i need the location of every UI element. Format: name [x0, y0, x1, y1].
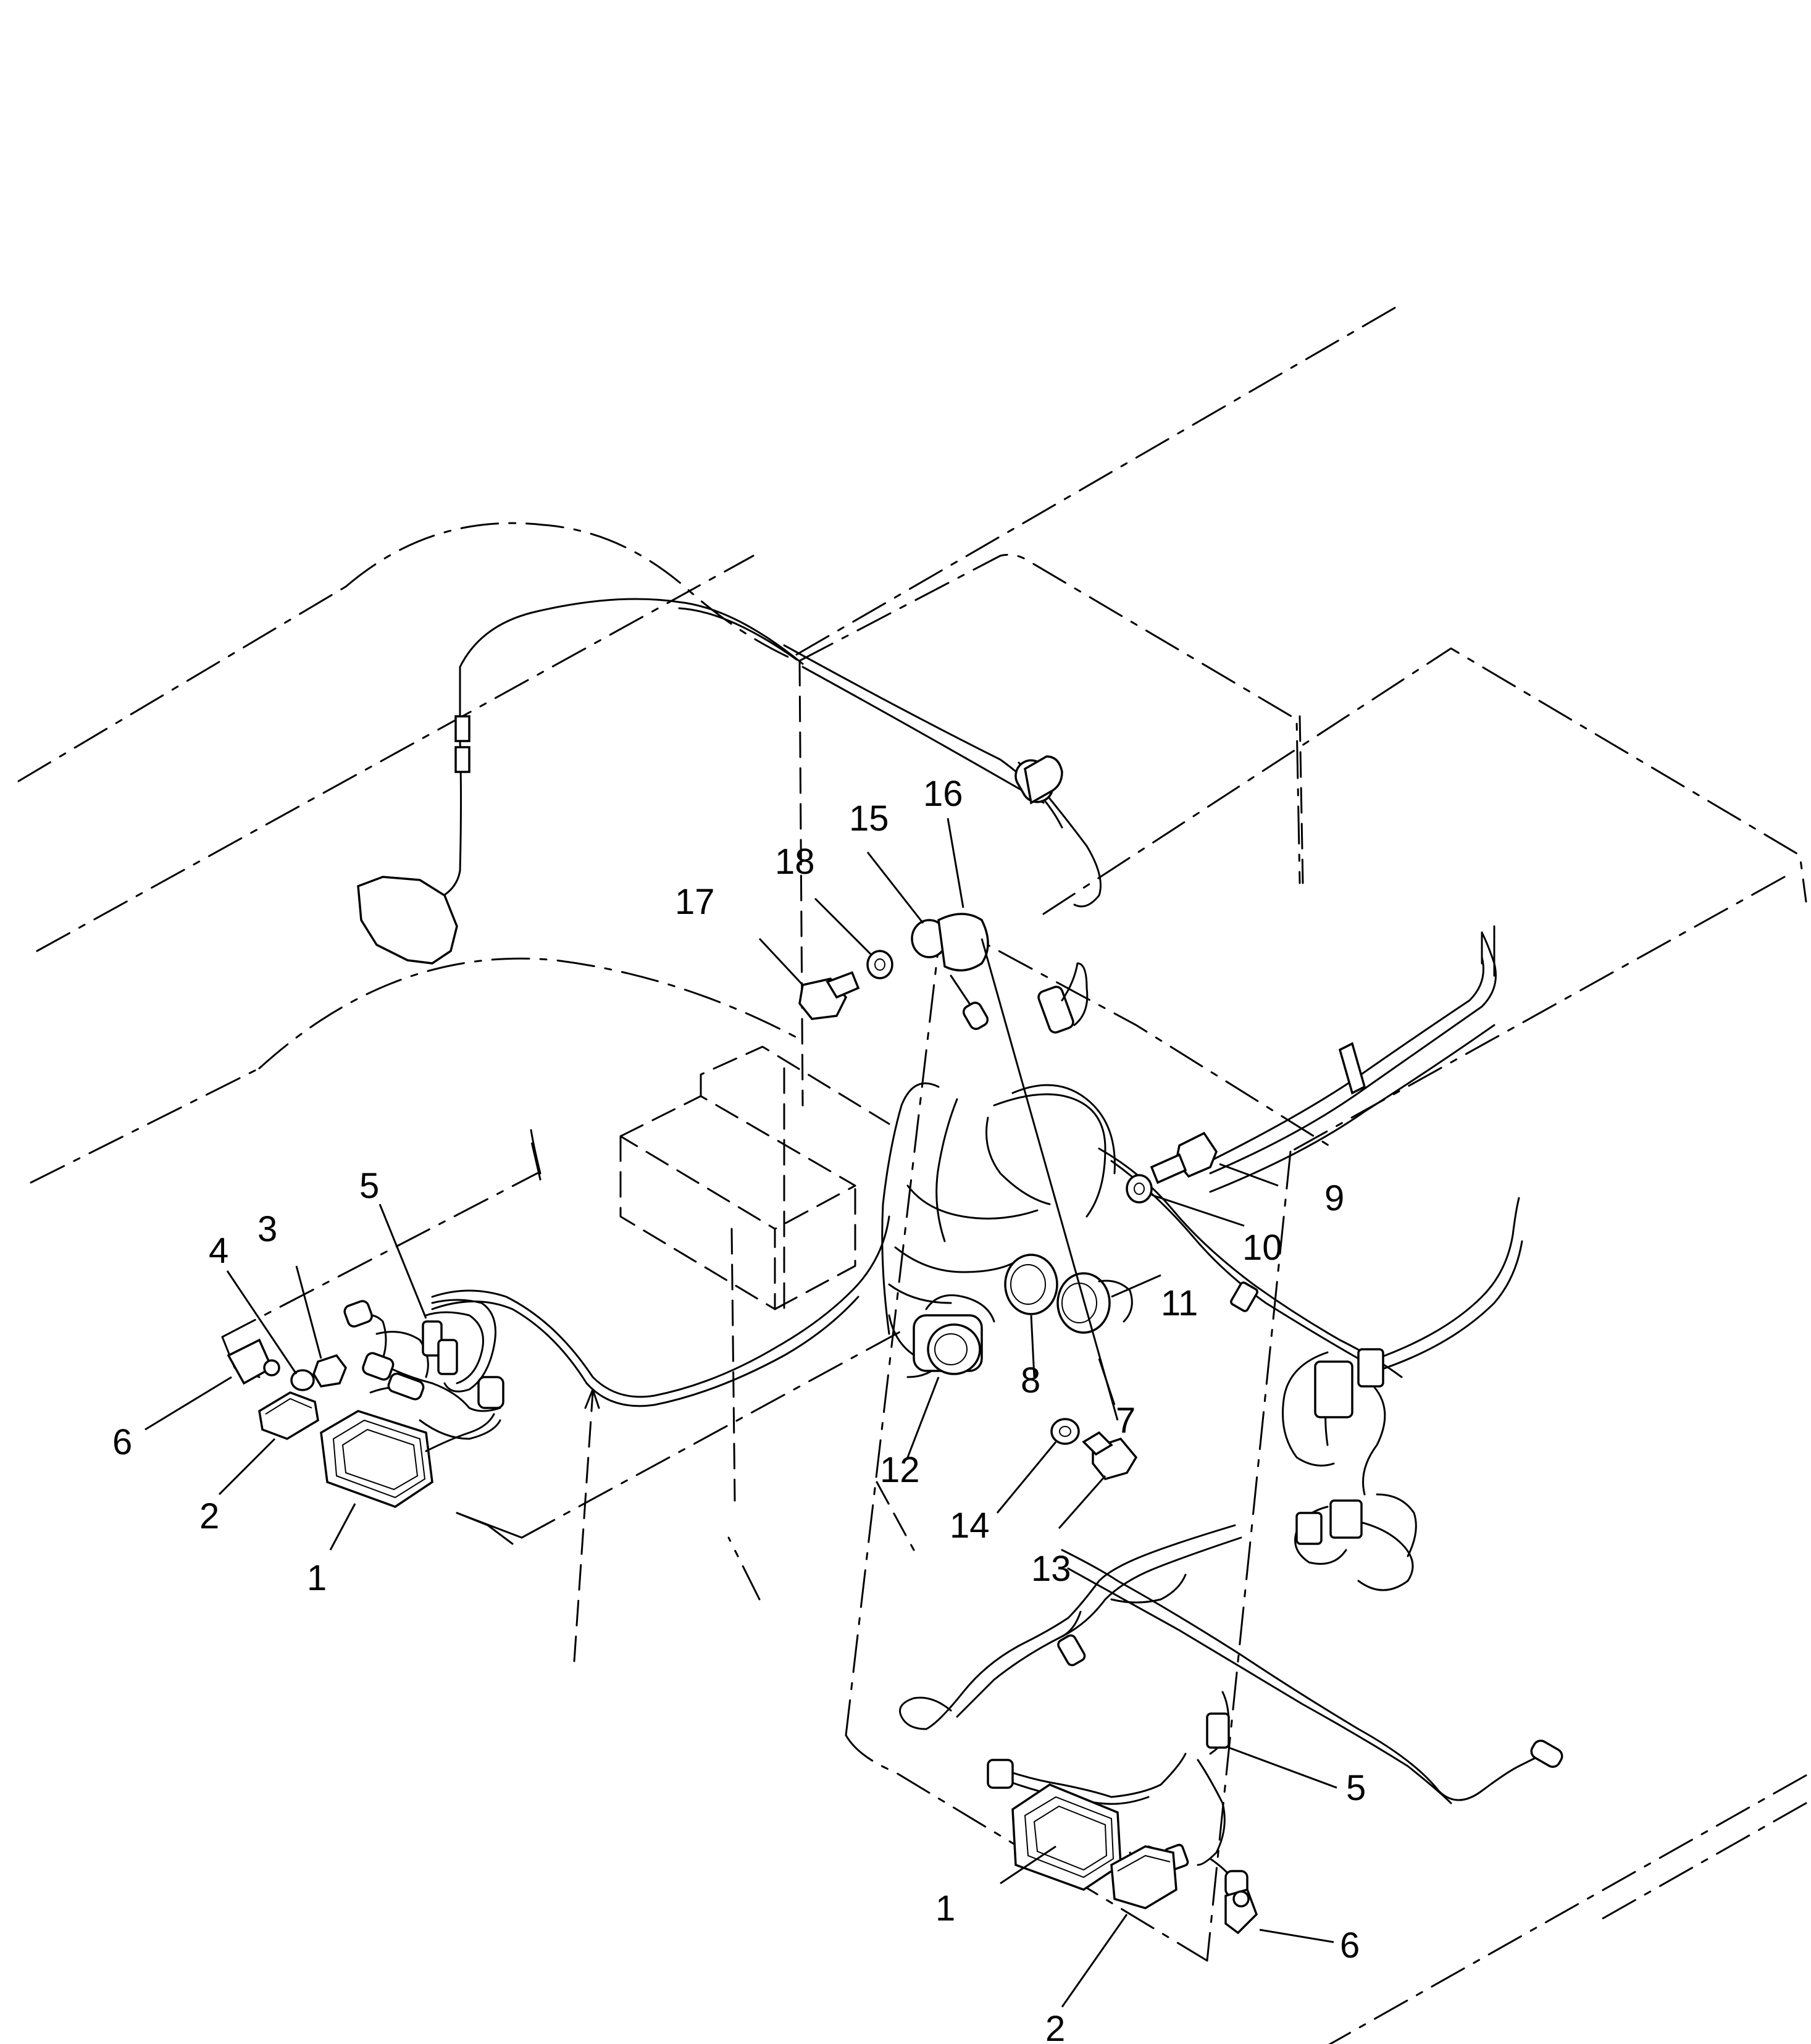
washer-icon: [1050, 1418, 1080, 1445]
callout-7: 7: [1116, 1401, 1136, 1441]
bolt-icon: [1150, 1131, 1218, 1184]
callout-13: 13: [1031, 1549, 1071, 1589]
leader-lines: [144, 818, 1337, 2008]
callout-1-right: 1: [935, 1888, 955, 1929]
callout-3: 3: [257, 1209, 277, 1249]
callout-15: 15: [849, 798, 889, 839]
callout-12: 12: [880, 1450, 920, 1490]
callout-2-left: 2: [199, 1496, 219, 1536]
battery-icon: [619, 1045, 890, 1310]
callout-6-left: 6: [112, 1422, 132, 1462]
work-lamp-icon: [320, 1410, 495, 1508]
callout-6-right: 6: [1340, 1925, 1360, 1966]
left-connector-icon: [422, 1320, 443, 1357]
horn-icon: [1004, 1254, 1058, 1315]
side-lamp-icon: [1110, 1845, 1177, 1909]
callout-17: 17: [675, 882, 715, 922]
callout-11: 11: [1161, 1283, 1198, 1323]
machine-body-outline: [17, 304, 1807, 2044]
callout-5-left: 5: [359, 1166, 379, 1206]
bolt-icon: [1082, 1431, 1138, 1481]
front-lamp-group: [1011, 1783, 1258, 1935]
washer-icon: [866, 950, 893, 979]
callout-4: 4: [209, 1231, 228, 1271]
callout-8: 8: [1021, 1360, 1040, 1401]
callout-9: 9: [1324, 1178, 1344, 1218]
rear-lamp-icon: [357, 876, 458, 965]
callout-10: 10: [1242, 1228, 1282, 1268]
callout-16: 16: [923, 774, 963, 814]
callout-5-right: 5: [1346, 1768, 1366, 1808]
callout-1-left: 1: [307, 1558, 327, 1598]
washer-icon: [1126, 1174, 1153, 1204]
callout-14: 14: [950, 1506, 990, 1546]
work-lamp-icon: [1011, 1783, 1122, 1891]
nut-icon: [290, 1369, 315, 1391]
beacon-icon: [911, 913, 989, 1030]
left-lamp-group: [227, 1338, 495, 1508]
horn-icon: [1056, 1272, 1133, 1334]
callout-labels: 1 2 3 4 5 6 7 8 9 10 11 12 13 14 15 16 1…: [112, 774, 1366, 2044]
bolt-icon: [798, 971, 860, 1020]
bracket-icon: [227, 1338, 274, 1385]
callout-18: 18: [775, 842, 815, 882]
cylinder-icon: [1024, 755, 1063, 805]
center-parts: [798, 755, 1218, 1481]
callout-2-right: 2: [1045, 2009, 1065, 2044]
relay-icon: [913, 1294, 995, 1375]
